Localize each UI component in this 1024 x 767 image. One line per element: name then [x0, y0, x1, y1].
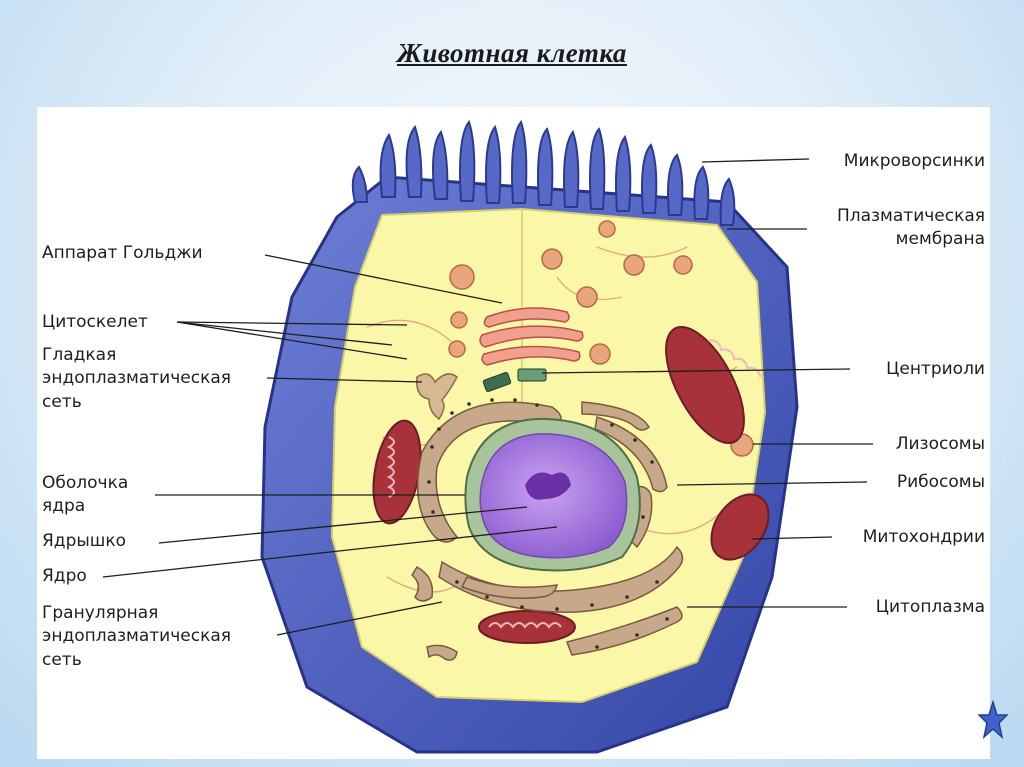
rough-er-group [411, 401, 684, 661]
label-mitochondria: Митохондрии [862, 527, 985, 547]
smooth-er-shape [416, 373, 458, 421]
mitochondria-group [372, 325, 770, 644]
label-smooth-er-2: эндоплазматическая [42, 368, 231, 388]
label-nucleolus: Ядрышко [42, 531, 127, 551]
slide-title: Животная клетка [397, 38, 627, 68]
lysosome-group [448, 220, 754, 457]
label-nuclear-envelope-1: Оболочка [42, 473, 129, 493]
label-plasma-membrane-1: Плазматическая [836, 206, 985, 226]
label-ribosomes: Рибосомы [896, 472, 985, 492]
nucleolus-shape [525, 472, 571, 500]
label-rough-er-3: сеть [42, 650, 82, 670]
centrioles-shape [482, 368, 547, 393]
label-centrioles: Центриоли [886, 359, 985, 379]
star-icon [978, 700, 1008, 740]
label-golgi: Аппарат Гольджи [42, 243, 203, 263]
label-rough-er-2: эндоплазматическая [42, 626, 231, 646]
label-microvilli: Микроворсинки [843, 151, 985, 171]
animal-cell-diagram [102, 119, 873, 754]
label-cytoplasm: Цитоплазма [875, 597, 985, 617]
label-plasma-membrane-2: мембрана [895, 229, 985, 249]
golgi-apparatus [479, 307, 584, 366]
diagram-panel: Аппарат Гольджи Цитоскелет Гладкая эндоп… [37, 107, 990, 759]
label-cytoskeleton: Цитоскелет [42, 312, 148, 332]
label-nuclear-envelope-2: ядра [42, 496, 86, 516]
microvilli-group [351, 119, 736, 226]
label-rough-er-1: Гранулярная [42, 603, 159, 623]
ribosome-dots [427, 398, 669, 649]
label-nucleus: Ядро [42, 566, 87, 586]
label-lysosomes: Лизосомы [895, 434, 985, 454]
leader-lines [102, 158, 873, 636]
label-smooth-er-1: Гладкая [42, 345, 117, 365]
label-smooth-er-3: сеть [42, 392, 82, 412]
